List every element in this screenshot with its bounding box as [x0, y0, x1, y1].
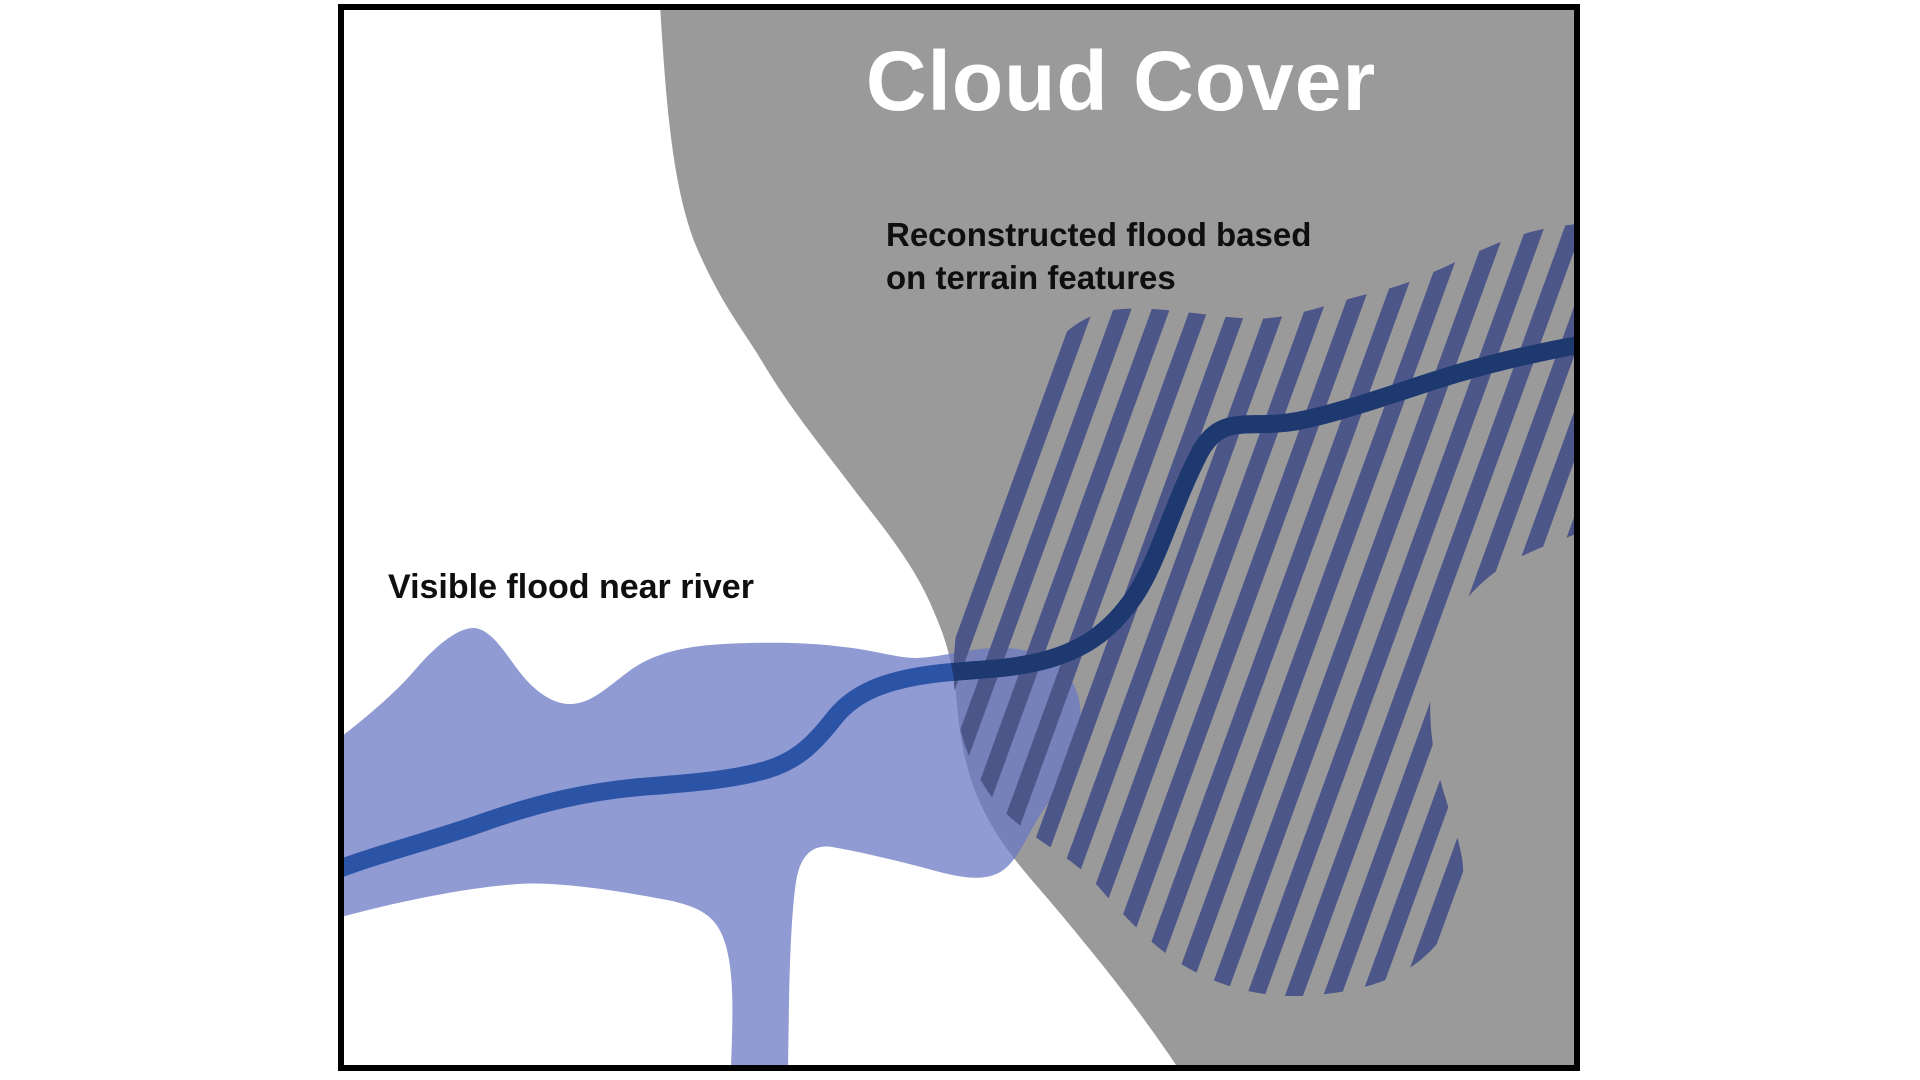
visible-flood-label: Visible flood near river [388, 568, 754, 606]
reconstructed-flood-label-line1: Reconstructed flood based [886, 216, 1311, 253]
margin-top [0, 0, 1920, 4]
reconstructed-flood-label-line2: on terrain features [886, 259, 1176, 296]
figure-border [338, 4, 1580, 1071]
margin-left [0, 0, 338, 1080]
river-path-hidden [660, 333, 1578, 878]
cloud-cover-title: Cloud Cover [866, 34, 1376, 128]
visible-flood-region [341, 628, 1081, 1068]
reconstructed-flood-hatch-region [953, 224, 1578, 997]
margin-bottom [0, 1071, 1920, 1080]
margin-right [1580, 0, 1920, 1080]
